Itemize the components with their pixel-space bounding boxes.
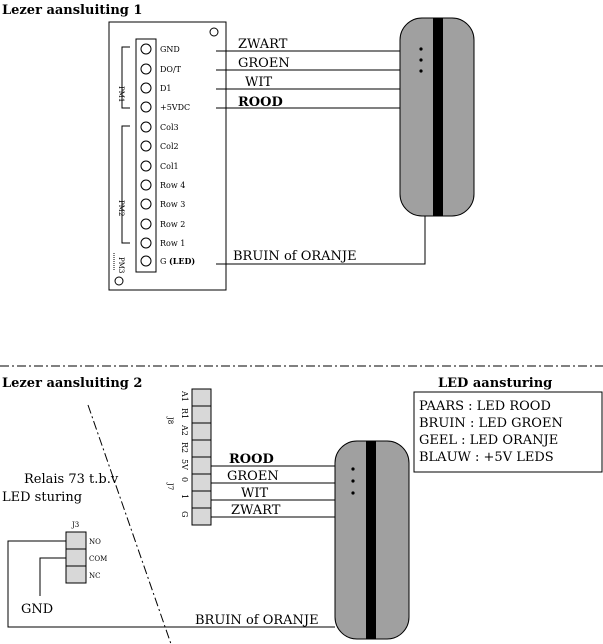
pin-col3: Col3 [140,121,179,133]
relay-pin-nc: NC [89,572,100,580]
card-reader-2 [334,440,410,640]
pin-dot: DO/T [140,63,182,75]
relay-note-line1: Relais 73 t.b.v [24,472,119,487]
j8-label: J8 [166,416,174,424]
terminal-label: G [180,511,189,517]
wire-bruin-2 [7,540,335,628]
terminal-label: R2 [180,442,189,453]
wire-label-groen-2: GROEN [227,469,279,484]
led-box-title: LED aansturing [438,376,552,391]
wire-label-wit-2: WIT [241,486,268,501]
wire-label-bruin-1: BRUIN of ORANJE [233,249,357,264]
pin-gnd: GND [140,43,180,55]
pin-label: Col2 [160,142,179,151]
pin-label: Row 2 [160,220,185,229]
led-box-line: BRUIN : LED GROEN [419,416,563,431]
diagonal-divider [87,404,172,644]
section2-title: Lezer aansluiting 2 [2,376,142,391]
terminal-label: 1 [180,494,189,499]
wire-bruin-1 [216,216,426,265]
relay-terminal [65,531,87,584]
pin-label: Row 3 [160,200,185,209]
mounting-hole-bottom [114,276,124,286]
led-box-line: BLAUW : +5V LEDS [419,450,554,465]
controller-board [108,21,227,291]
pin-label: D1 [160,84,172,93]
pin-label: G (LED) [160,256,195,266]
terminal-label: A2 [180,424,189,436]
j7-label: J7 [166,482,174,490]
pm1-label: PM1 [117,86,125,102]
pm1-bracket [121,46,130,109]
pin-row1: Row 1 [140,237,185,249]
wire-label-rood-1: ROOD [238,95,283,110]
wire-label-bruin-2: BRUIN of ORANJE [195,613,319,628]
pin-label: Col3 [160,123,179,132]
pin-5vdc: +5VDC [140,101,190,113]
pm2-label: PM2 [117,200,125,216]
terminal-label: R1 [180,408,189,419]
pin-col2: Col2 [140,140,179,152]
relay-pin-no: NO [89,538,101,546]
gnd-label: GND [21,602,53,617]
led-box-line: PAARS : LED ROOD [419,399,551,414]
pin-strip [135,38,157,273]
pin-col1: Col1 [140,160,179,172]
terminal-block [191,388,212,526]
led-box [413,391,603,473]
terminal-label: 0 [180,477,189,482]
pin-label: +5VDC [160,103,190,112]
pin-g-prefix: G [160,257,166,266]
pin-g-suffix: (LED) [169,256,195,266]
pin-d1: D1 [140,82,172,94]
pin-row4: Row 4 [140,179,185,191]
pin-label: Row 4 [160,181,185,190]
pin-label: DO/T [160,65,182,74]
wire-label-groen-1: GROEN [238,56,290,71]
pin-row3: Row 3 [140,198,185,210]
pin-label: Col1 [160,162,179,171]
pm3-label: PM3 [117,257,125,273]
mounting-hole-top [209,27,219,37]
terminal-label: 5V [180,459,189,470]
wire-label-zwart-2: ZWART [231,503,281,518]
wire-label-wit-1: WIT [245,75,272,90]
pin-g-led: G (LED) [140,255,195,267]
relay-pin-com: COM [89,555,107,563]
wire-label-zwart-1: ZWART [238,37,288,52]
section1-title: Lezer aansluiting 1 [2,3,142,18]
j3-label: J3 [71,521,79,529]
wire-label-rood-2: ROOD [229,452,274,467]
led-box-line: GEEL : LED ORANJE [419,433,558,448]
pin-label: Row 1 [160,239,185,248]
pin-row2: Row 2 [140,218,185,230]
relay-note-line2: LED sturing [2,490,82,505]
terminal-label: A1 [180,390,189,402]
wire-gnd [39,557,66,596]
pm2-bracket [121,125,130,244]
card-reader-1 [399,17,475,217]
pin-label: GND [160,45,180,54]
